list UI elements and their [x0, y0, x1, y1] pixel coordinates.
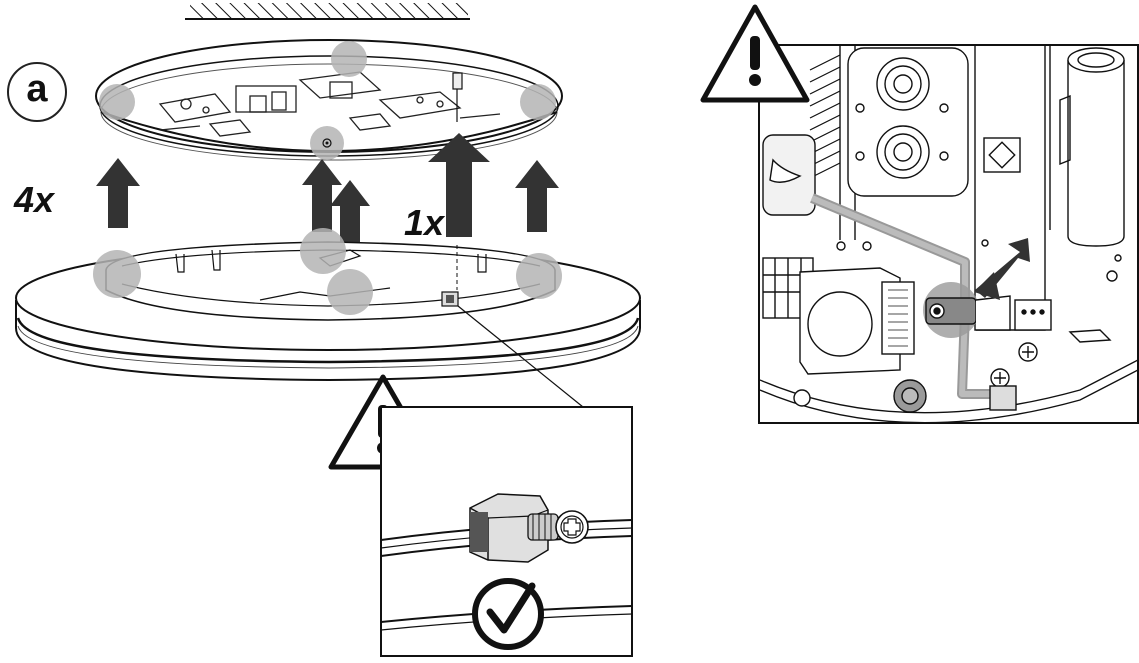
- arrow-up-icon: [515, 160, 559, 232]
- arrow-up-icon: [428, 133, 490, 237]
- luminaire-housing: [15, 228, 641, 408]
- warning-triangle-icon: [700, 4, 810, 103]
- arrow-up-icon: [330, 180, 370, 252]
- screw-count-label: 1x: [404, 202, 445, 243]
- step-label: a: [7, 62, 67, 122]
- arrow-pointer-icon: [974, 238, 1030, 300]
- ceiling-hatch-icon: [185, 3, 470, 20]
- detail-panel-cable-clamp: [758, 44, 1139, 424]
- checkmark-circle-icon: [472, 578, 544, 650]
- mounting-base-plate: [95, 39, 563, 161]
- detail-inset-screw: [380, 406, 633, 657]
- clip-count-label: 4x: [14, 179, 55, 220]
- lift-arrows: [96, 133, 559, 252]
- screw-icon: [527, 510, 589, 544]
- arrow-up-icon: [302, 159, 342, 232]
- arrow-up-icon: [96, 158, 140, 228]
